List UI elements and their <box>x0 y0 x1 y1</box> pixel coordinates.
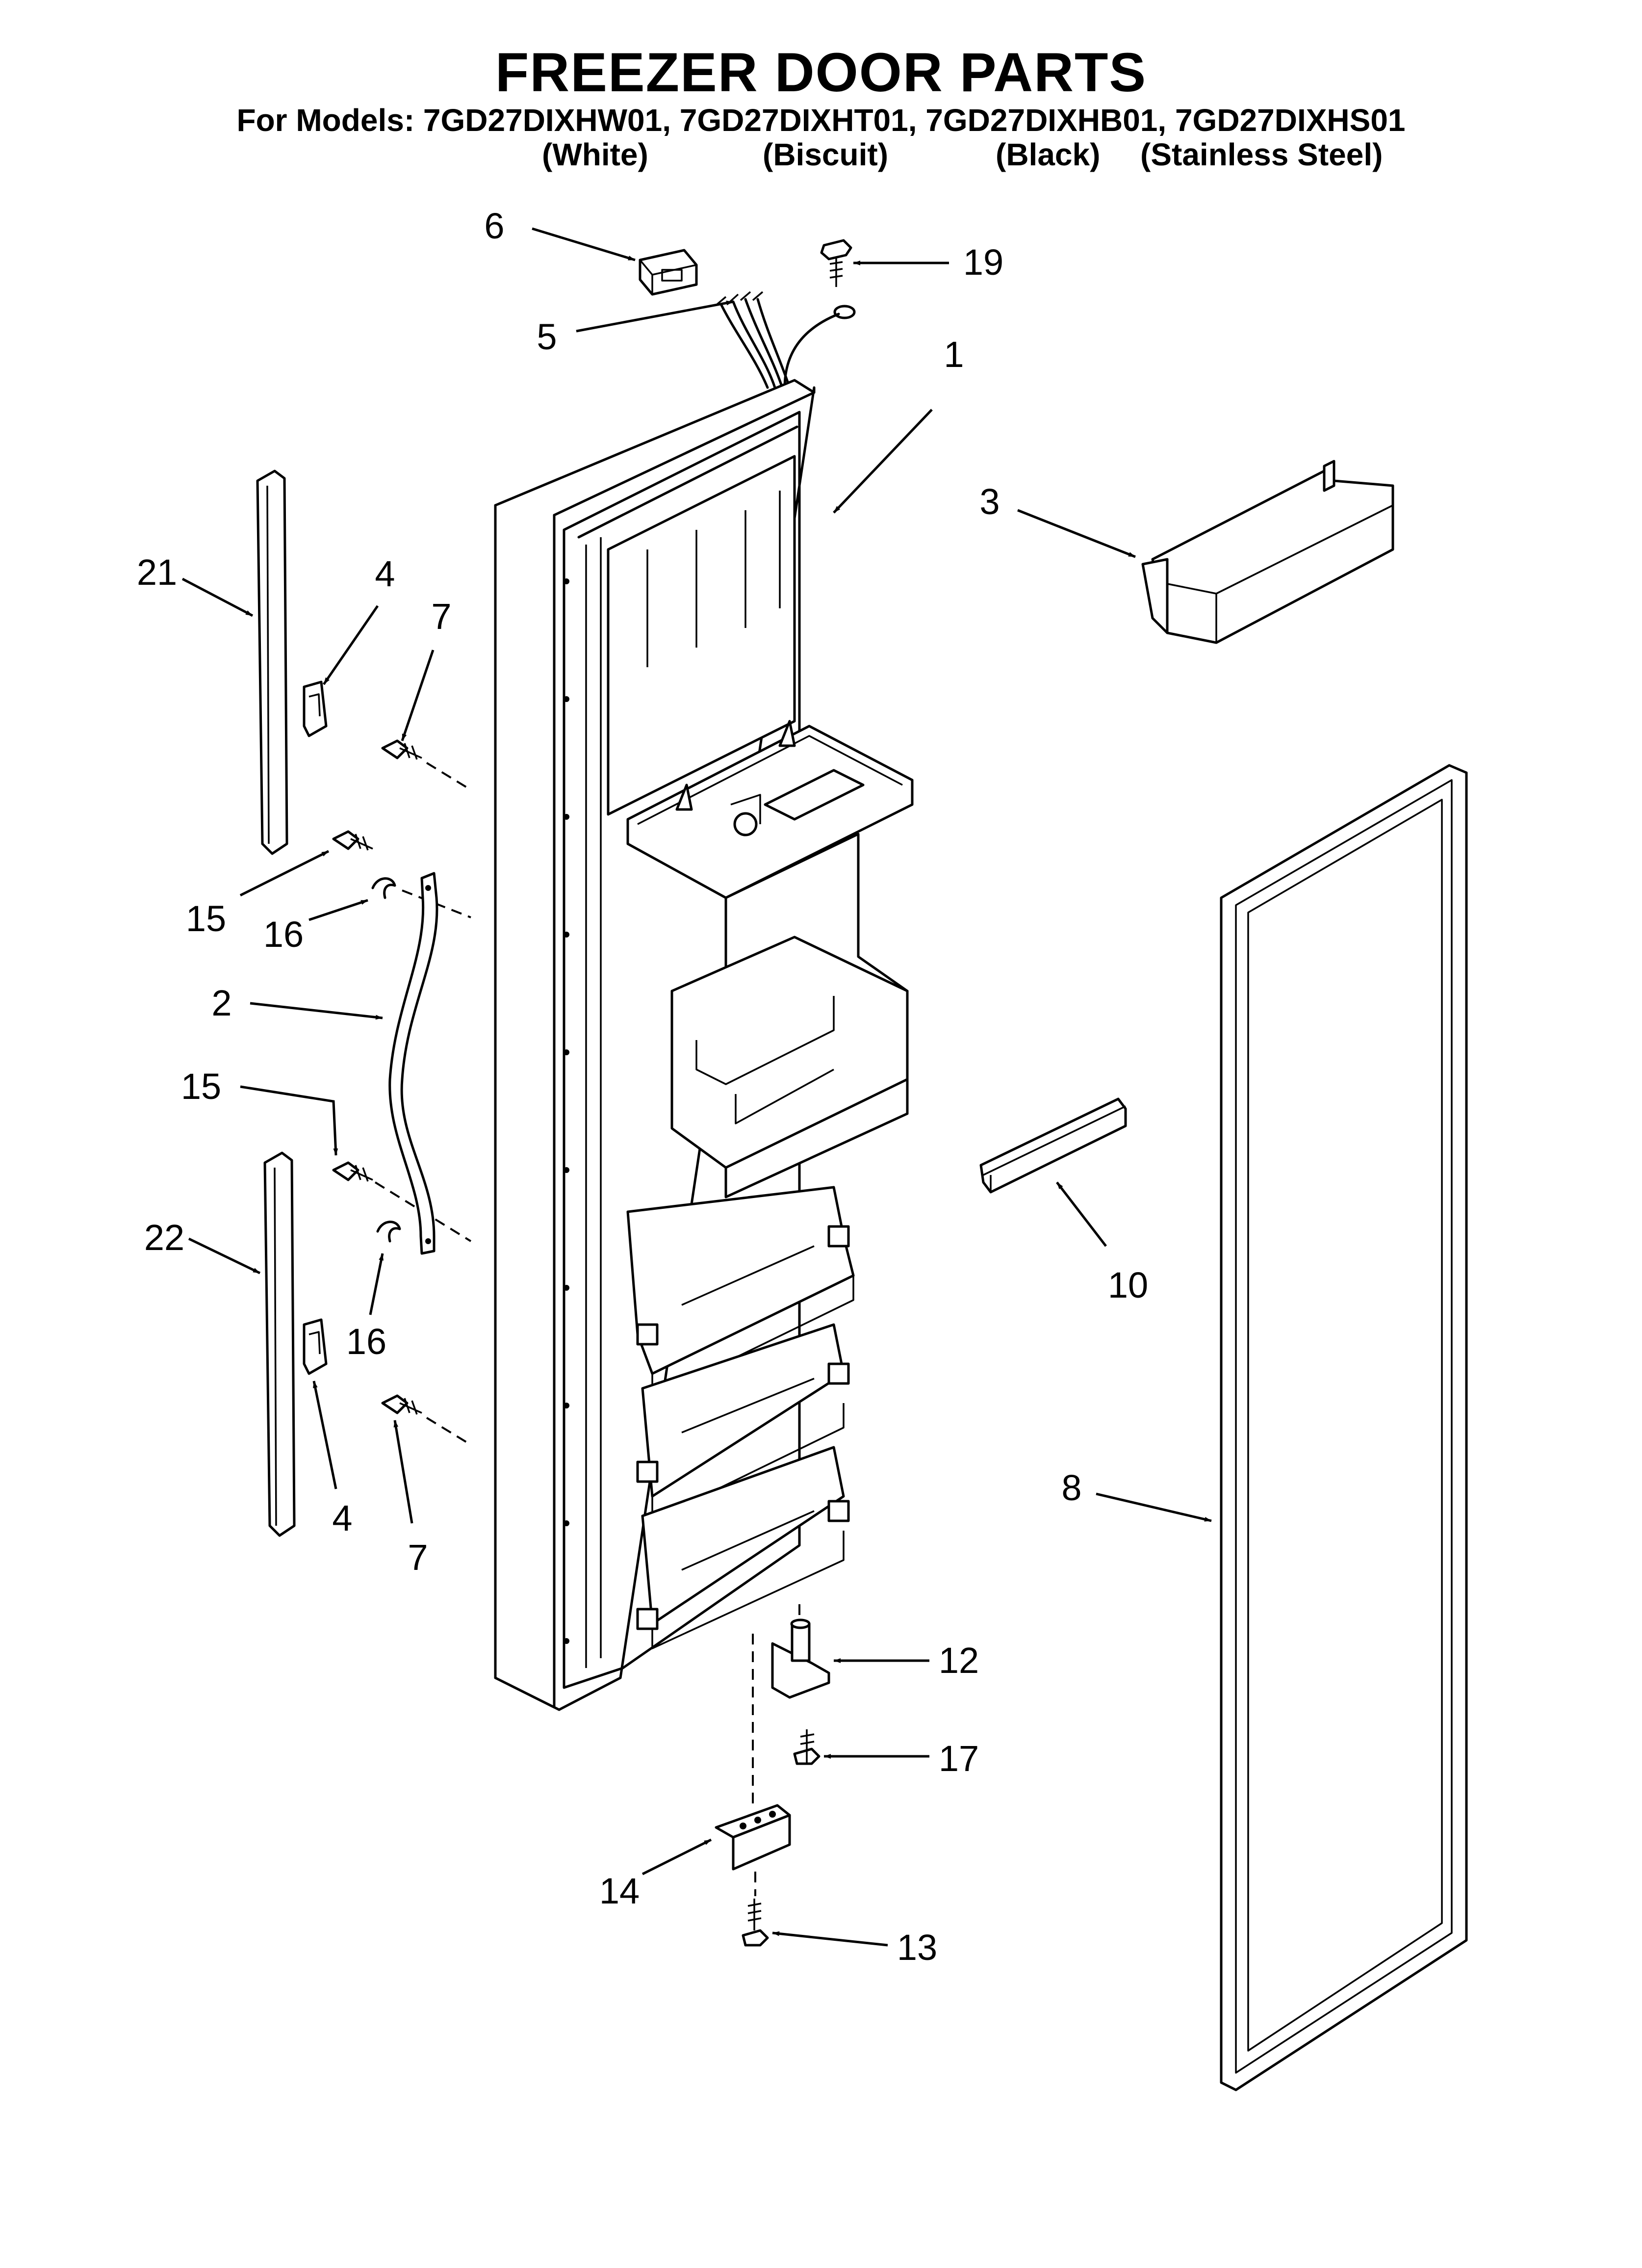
callout-17: 17 <box>939 1738 979 1779</box>
callout-22: 22 <box>144 1217 184 1258</box>
part-21-trim-strip <box>256 469 288 855</box>
callout-7-upper: 7 <box>431 596 451 637</box>
part-3-door-bin <box>1141 460 1394 644</box>
finish-black: (Black) <box>996 137 1101 172</box>
callout-8: 8 <box>1061 1467 1081 1508</box>
part-14-hinge-bracket <box>715 1804 791 1871</box>
callout-3: 3 <box>979 481 1000 522</box>
finish-biscuit: (Biscuit) <box>763 137 888 172</box>
part-13-screw <box>742 1899 769 1947</box>
callout-1: 1 <box>944 334 964 375</box>
callout-6: 6 <box>484 206 504 246</box>
callout-16-lower: 16 <box>346 1321 386 1362</box>
part-12-hinge-pin <box>771 1604 830 1699</box>
part-6-connector <box>639 249 698 296</box>
finish-white: (White) <box>542 137 648 172</box>
callout-2: 2 <box>211 983 231 1023</box>
part-19-screw <box>820 239 852 287</box>
leader-lines <box>181 227 1212 1947</box>
part-7-screw-upper <box>381 739 472 791</box>
callout-4-lower: 4 <box>332 1498 352 1538</box>
callout-13: 13 <box>897 1927 937 1968</box>
callout-5: 5 <box>537 316 557 357</box>
callout-7-lower: 7 <box>408 1537 428 1578</box>
part-15-screw-lower <box>332 1161 472 1242</box>
callout-14: 14 <box>599 1871 640 1911</box>
part-22-trim-strip <box>263 1151 296 1537</box>
finish-stainless-steel: (Stainless Steel) <box>1140 137 1383 172</box>
door-screw-holes <box>564 578 569 1644</box>
part-5-wire-harness <box>715 291 856 389</box>
part-7-screw-lower <box>381 1394 472 1446</box>
part-17-screw <box>793 1729 821 1765</box>
part-8-gasket <box>1220 764 1468 2091</box>
callout-19: 19 <box>963 242 1003 283</box>
door-shelves <box>626 1186 855 1649</box>
part-4-clip-lower <box>303 1318 328 1375</box>
part-10-bracket <box>979 1097 1127 1194</box>
callout-16-upper: 16 <box>263 914 304 955</box>
callout-15-lower: 15 <box>181 1066 221 1107</box>
callout-4-upper: 4 <box>375 553 395 594</box>
part-15-screw-upper <box>332 830 373 851</box>
part-16-clip-lower <box>376 1221 401 1243</box>
part-2-handle <box>388 872 438 1255</box>
part-1-freezer-door <box>494 379 914 1711</box>
page-title: FREEZER DOOR PARTS <box>495 42 1147 103</box>
callout-21: 21 <box>137 552 177 593</box>
callout-10: 10 <box>1108 1265 1148 1305</box>
callout-15-upper: 15 <box>186 898 226 939</box>
finish-row: (White) (Biscuit) (Black) (Stainless Ste… <box>0 136 1642 176</box>
callout-labels: 6 19 5 1 3 21 4 7 15 16 2 15 22 16 4 7 1… <box>137 206 1148 1968</box>
models-line: For Models: 7GD27DIXHW01, 7GD27DIXHT01, … <box>236 103 1406 138</box>
callout-12: 12 <box>939 1640 979 1681</box>
part-4-clip-upper <box>303 680 328 737</box>
title-block: FREEZER DOOR PARTS For Models: 7GD27DIXH… <box>0 43 1642 138</box>
